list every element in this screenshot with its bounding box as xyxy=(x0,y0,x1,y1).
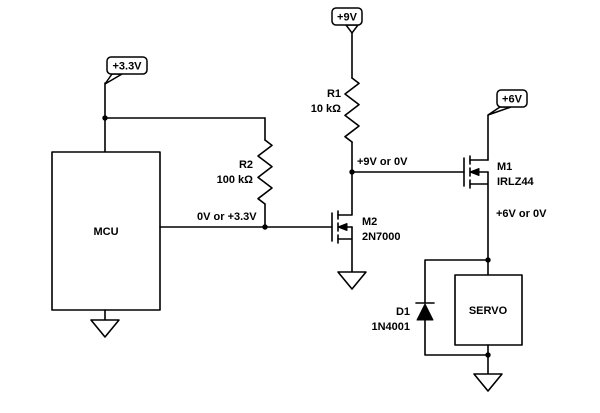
supply-9v-flag xyxy=(331,7,363,26)
resistor-zigzag-icon xyxy=(344,77,360,143)
ground-icon xyxy=(90,319,120,338)
wire xyxy=(424,259,489,304)
supply-6v-flag xyxy=(496,89,528,108)
net-6v-or-0v-label: +6V or 0V xyxy=(496,208,547,220)
net-m2-drain: +9V or 0V xyxy=(351,156,465,173)
servo-block: SERVO xyxy=(454,274,523,392)
supply-3v3-label: +3.3V xyxy=(112,61,142,73)
resistor-r1: R1 10 kΩ xyxy=(311,77,360,173)
junction-dot xyxy=(262,224,268,230)
supply-3v3-flag xyxy=(106,56,148,75)
diode-d1: D1 1N4001 xyxy=(371,259,489,356)
d1-value: 1N4001 xyxy=(371,321,410,333)
m1-name: M1 xyxy=(497,161,512,173)
mcu-box xyxy=(51,151,161,311)
junction-dot xyxy=(349,169,355,175)
servo-box xyxy=(454,274,523,346)
m2-name: M2 xyxy=(362,216,377,228)
mcu-label: MCU xyxy=(93,226,118,238)
ground-icon xyxy=(473,373,503,392)
r2-value: 100 kΩ xyxy=(217,174,254,186)
mosfet-arrow-icon xyxy=(337,223,348,231)
d1-name: D1 xyxy=(396,306,410,318)
net-9v-or-0v-label: +9V or 0V xyxy=(357,156,408,168)
mosfet-drain-lead xyxy=(337,171,353,216)
resistor-r2: R2 100 kΩ xyxy=(217,117,273,228)
r2-name: R2 xyxy=(239,159,253,171)
junction-dots xyxy=(102,115,491,358)
junction-dot xyxy=(485,352,491,358)
ground-icon xyxy=(337,271,367,290)
junction-dot xyxy=(102,115,108,121)
junction-dot xyxy=(485,257,491,263)
mosfet-arrow-icon xyxy=(469,168,480,176)
m2-value: 2N7000 xyxy=(362,231,401,243)
mosfet-m1: M1 IRLZ44 +6V or 0V xyxy=(463,155,547,276)
mcu-block: MCU xyxy=(51,151,161,338)
net-9v: +9V xyxy=(331,7,363,79)
servo-label: SERVO xyxy=(469,305,508,317)
supply-6v-label: +6V xyxy=(502,94,523,106)
wire xyxy=(424,319,489,356)
mosfet-m2: M2 2N7000 xyxy=(331,171,401,290)
r1-name: R1 xyxy=(327,88,341,100)
net-6v: +6V xyxy=(487,89,528,161)
mosfet-source-lead xyxy=(337,226,353,273)
r1-value: 10 kΩ xyxy=(311,103,341,115)
net-mcu-output: 0V or +3.3V xyxy=(159,211,333,228)
supply-9v-label: +9V xyxy=(337,12,358,24)
net-mcu-out-label: 0V or +3.3V xyxy=(197,211,257,223)
resistor-zigzag-icon xyxy=(257,139,273,205)
m1-value: IRLZ44 xyxy=(497,176,535,188)
